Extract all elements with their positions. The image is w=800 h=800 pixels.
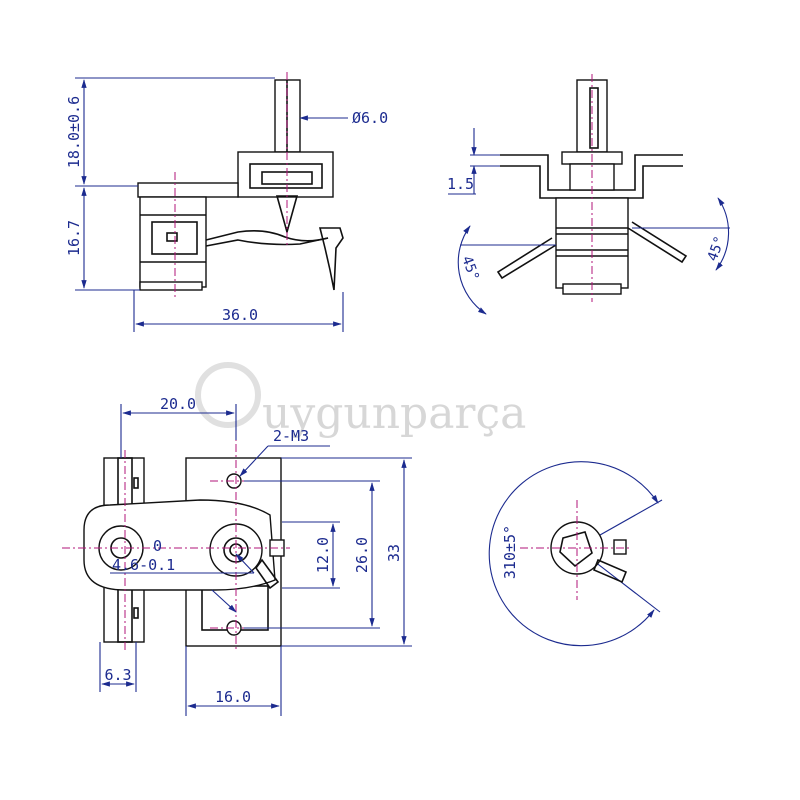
ceramic-body	[139, 196, 207, 288]
bracket	[237, 151, 334, 198]
dim-hole: 4.6-0.1	[112, 556, 175, 574]
watermark: uygunparça	[195, 362, 526, 439]
dim-bracket-thickness: 1.5	[447, 175, 474, 193]
dim-screw: 2-M3	[273, 427, 309, 445]
bimetal-strip	[205, 230, 329, 242]
dim-inner-height: 12.0	[314, 537, 332, 573]
rotation-view: 310±5°	[488, 461, 663, 647]
top-view: 20.0 2-M3 0 4.6-0.1 12.0 26.0 33 6.3	[62, 395, 412, 716]
sensor-tip	[318, 227, 344, 291]
dim-angle-left: 45°	[458, 254, 482, 283]
dim-zero: 0	[153, 537, 162, 555]
dim-shaft-height: 18.0±0.6	[65, 96, 83, 168]
dim-rotation-angle: 310±5°	[501, 525, 519, 579]
front-view: 1.5 45° 45°	[447, 74, 730, 315]
knob-pointer	[592, 558, 628, 584]
dim-body-width: 16.0	[215, 688, 251, 706]
left-terminal	[496, 237, 557, 280]
watermark-text: uygunparça	[262, 388, 526, 439]
dim-body-height: 16.7	[65, 220, 83, 256]
side-view: 18.0±0.6 16.7 36.0 Ø6.0	[65, 72, 388, 332]
dim-outer-height: 33	[385, 544, 403, 562]
right-terminal	[627, 221, 688, 264]
dim-hole-spacing: 26.0	[353, 537, 371, 573]
dim-terminal-width: 6.3	[104, 666, 131, 684]
rotation-arc	[488, 461, 659, 647]
dim-angle-right: 45°	[705, 234, 729, 263]
top-plate	[137, 182, 239, 198]
dim-body-length: 36.0	[222, 306, 258, 324]
front-body	[555, 197, 629, 289]
dim-shaft-diameter: Ø6.0	[352, 109, 388, 127]
dim-terminal-pitch: 20.0	[160, 395, 196, 413]
